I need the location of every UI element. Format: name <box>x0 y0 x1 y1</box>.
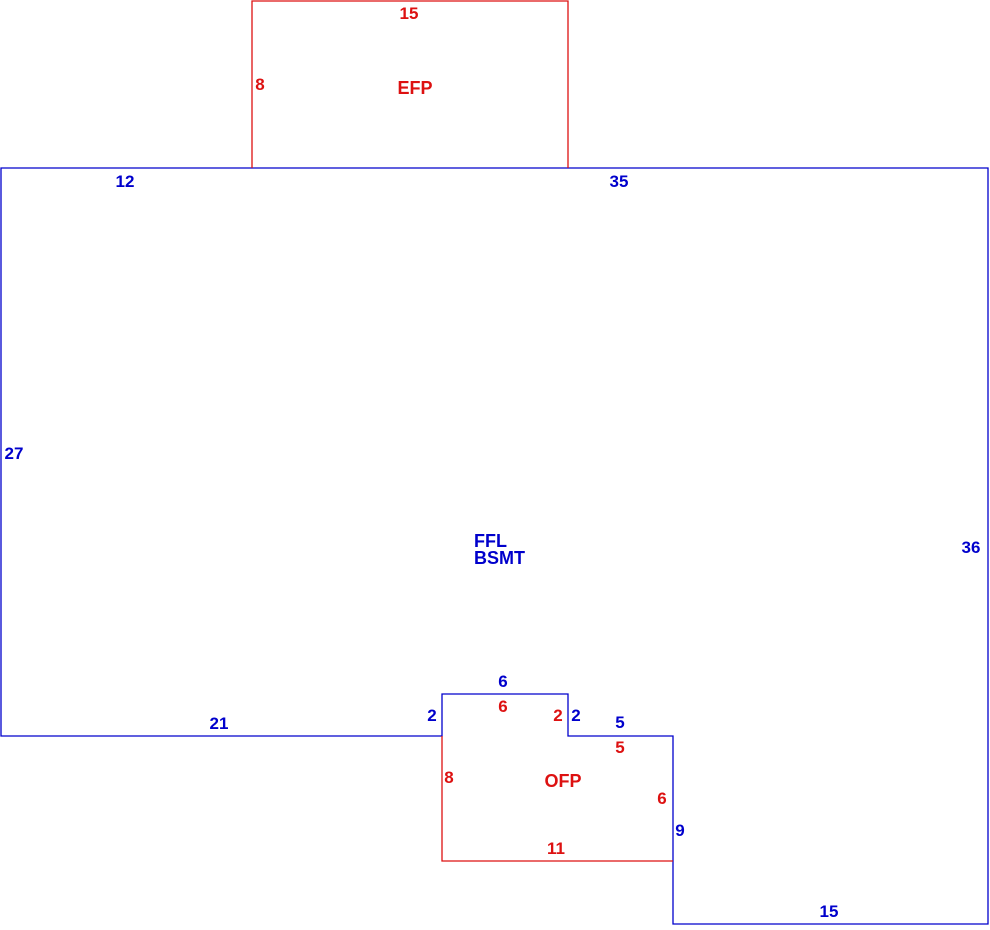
ofp-right-dimension: 6 <box>657 789 666 808</box>
main-bottom-right-dimension: 15 <box>820 902 839 921</box>
main-notch-right-dimension: 2 <box>571 706 580 725</box>
ofp-step-top-dimension: 5 <box>615 738 624 757</box>
main-top-left-dimension: 12 <box>116 172 135 191</box>
main-top-right-dimension: 35 <box>610 172 629 191</box>
ofp-right-small-dimension: 2 <box>553 706 562 725</box>
efp-outline <box>251 0 569 168</box>
main-notch-top-dimension: 6 <box>498 672 507 691</box>
ofp-left-dimension: 8 <box>444 768 453 787</box>
main-step-right-dimension: 9 <box>675 821 684 840</box>
main-bottom-left-dimension: 21 <box>210 714 229 733</box>
efp-area-label: EFP <box>397 78 432 98</box>
main-notch-left-dimension: 2 <box>427 706 436 725</box>
main-right-dimension: 36 <box>962 538 981 557</box>
main-left-dimension: 27 <box>5 444 24 463</box>
main-step-top-dimension: 5 <box>615 713 624 732</box>
ofp-outline <box>441 736 673 862</box>
efp-top-dimension: 15 <box>400 4 419 23</box>
main-area-label-ffl: FFL <box>474 531 507 551</box>
main-area-label-bsmt: BSMT <box>474 548 525 568</box>
main-building-outline <box>0 167 989 925</box>
ofp-bottom-dimension: 11 <box>547 839 565 858</box>
efp-left-dimension: 8 <box>255 75 264 94</box>
ofp-area-label: OFP <box>544 771 581 791</box>
ofp-top-dimension: 6 <box>498 697 507 716</box>
